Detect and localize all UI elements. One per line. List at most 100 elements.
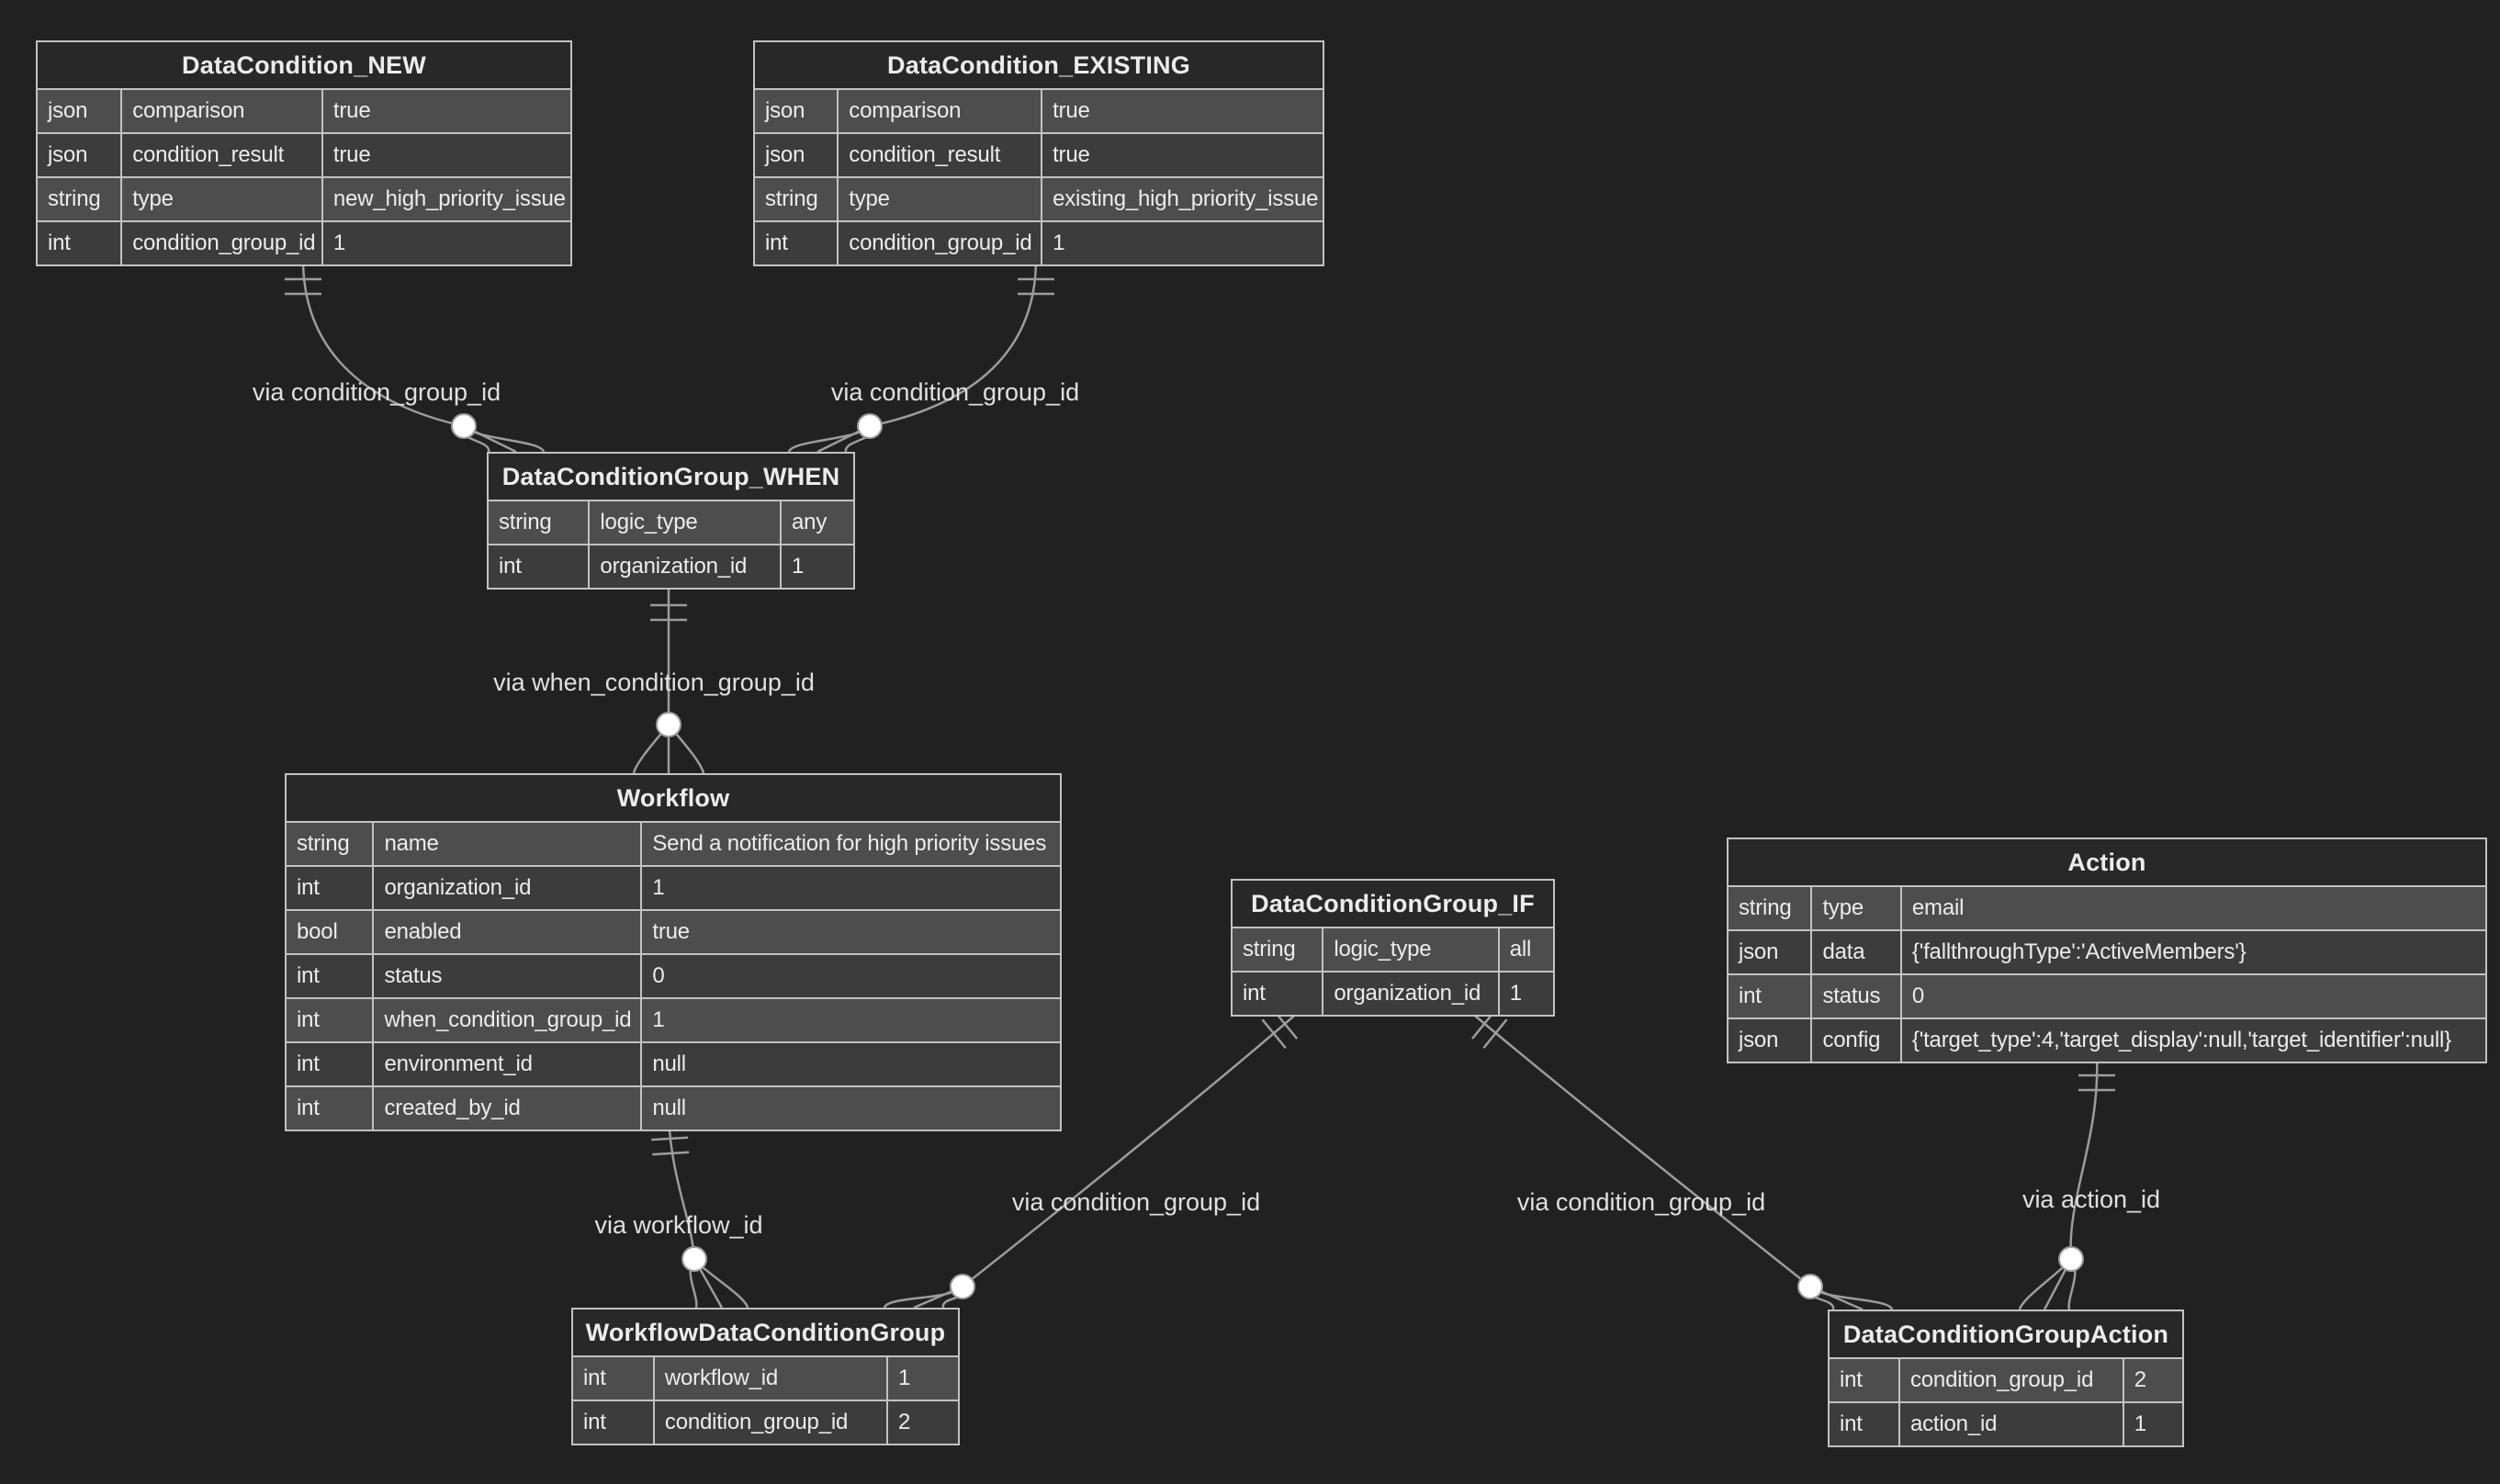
cell-type: json: [755, 134, 838, 176]
cell-attr: type: [837, 178, 1042, 220]
cell-attr: workflow_id: [652, 1357, 886, 1400]
entity-title: Workflow: [616, 783, 730, 812]
cell-type: string: [1233, 928, 1323, 971]
cell-value: existing_high_priority_issue: [1041, 178, 1323, 220]
cell-value: Send a notification for high priority is…: [640, 823, 1060, 865]
cell-type: int: [1830, 1403, 1898, 1445]
entity-title: DataConditionGroup_IF: [1251, 889, 1535, 917]
cell-value: new_high_priority_issue: [321, 178, 570, 220]
entity-title: WorkflowDataConditionGroup: [585, 1318, 946, 1346]
cell-value: 1: [2122, 1403, 2182, 1445]
cell-attr: organization_id: [372, 867, 641, 909]
cell-attr: organization_id: [1322, 972, 1498, 1015]
cell-type: json: [38, 134, 121, 176]
cell-type: int: [573, 1401, 653, 1444]
cell-attr: condition_group_id: [652, 1401, 886, 1444]
cell-type: bool: [287, 911, 373, 953]
cell-attr: action_id: [1898, 1403, 2123, 1445]
cell-value: 0: [640, 955, 1060, 997]
relationship-DataCondition_EXISTING-DataConditionGroup_WHEN: via condition_group_id: [787, 258, 1079, 454]
cell-attr: logic_type: [1322, 928, 1498, 971]
cell-type: int: [287, 867, 373, 909]
cell-value: all: [1497, 928, 1553, 971]
relationship-Workflow-WorkflowDataConditionGroup: via workflow_id: [594, 1118, 763, 1309]
cell-type: int: [38, 222, 121, 264]
cell-type: int: [287, 955, 373, 997]
cell-type: string: [1729, 887, 1811, 929]
cell-type: json: [1729, 1019, 1811, 1062]
relationship-DataConditionGroup_IF-DataConditionGroupAction: via condition_group_id: [1469, 1009, 1894, 1311]
relationship-label: via when_condition_group_id: [493, 669, 815, 696]
cell-value: 1: [321, 222, 570, 264]
cell-attr: created_by_id: [372, 1087, 641, 1130]
cell-value: 1: [885, 1357, 959, 1400]
cardinality-zero-circle: [857, 413, 883, 439]
cell-value: true: [321, 134, 570, 176]
cell-type: json: [1729, 931, 1811, 973]
cell-value: 2: [2122, 1359, 2182, 1401]
cell-attr: data: [1810, 931, 1900, 973]
cell-type: int: [1830, 1359, 1898, 1401]
entity-title: Action: [2067, 848, 2146, 876]
cell-value: 1: [780, 545, 853, 588]
cell-type: json: [38, 90, 121, 132]
cell-type: int: [1233, 972, 1323, 1015]
cell-value: email: [1899, 887, 2486, 929]
relationship-line: [962, 1010, 1301, 1287]
cell-value: 1: [640, 999, 1060, 1041]
relationship-line: [2069, 1054, 2099, 1260]
cell-attr: comparison: [120, 90, 321, 132]
relationship-label: via condition_group_id: [1012, 1188, 1260, 1216]
cell-attr: status: [372, 955, 641, 997]
cell-value: 1: [1497, 972, 1553, 1015]
relationship-DataConditionGroup_IF-WorkflowDataConditionGroup: via condition_group_id: [883, 1009, 1301, 1310]
cell-type: int: [287, 1043, 373, 1085]
cell-value: any: [780, 501, 853, 544]
cardinality-zero-circle: [950, 1274, 975, 1299]
cell-value: true: [1041, 134, 1323, 176]
cell-attr: enabled: [372, 911, 641, 953]
cell-attr: type: [120, 178, 321, 220]
cell-attr: comparison: [837, 90, 1042, 132]
cell-attr: logic_type: [588, 501, 781, 544]
cell-type: int: [287, 1087, 373, 1130]
relationship-label: via condition_group_id: [253, 378, 501, 406]
entity-title: DataCondition_NEW: [182, 51, 426, 79]
relationship-line: [1469, 1010, 1811, 1287]
cell-attr: condition_group_id: [120, 222, 321, 264]
cell-type: json: [755, 90, 838, 132]
entity-title: DataConditionGroup_WHEN: [501, 462, 840, 490]
cell-attr: name: [372, 823, 641, 865]
relationship-label: via workflow_id: [594, 1211, 762, 1239]
cardinality-one-tick: [1482, 1018, 1508, 1049]
entity-title: DataCondition_EXISTING: [887, 51, 1190, 79]
cell-value: 1: [1041, 222, 1323, 264]
cell-attr: condition_group_id: [837, 222, 1042, 264]
